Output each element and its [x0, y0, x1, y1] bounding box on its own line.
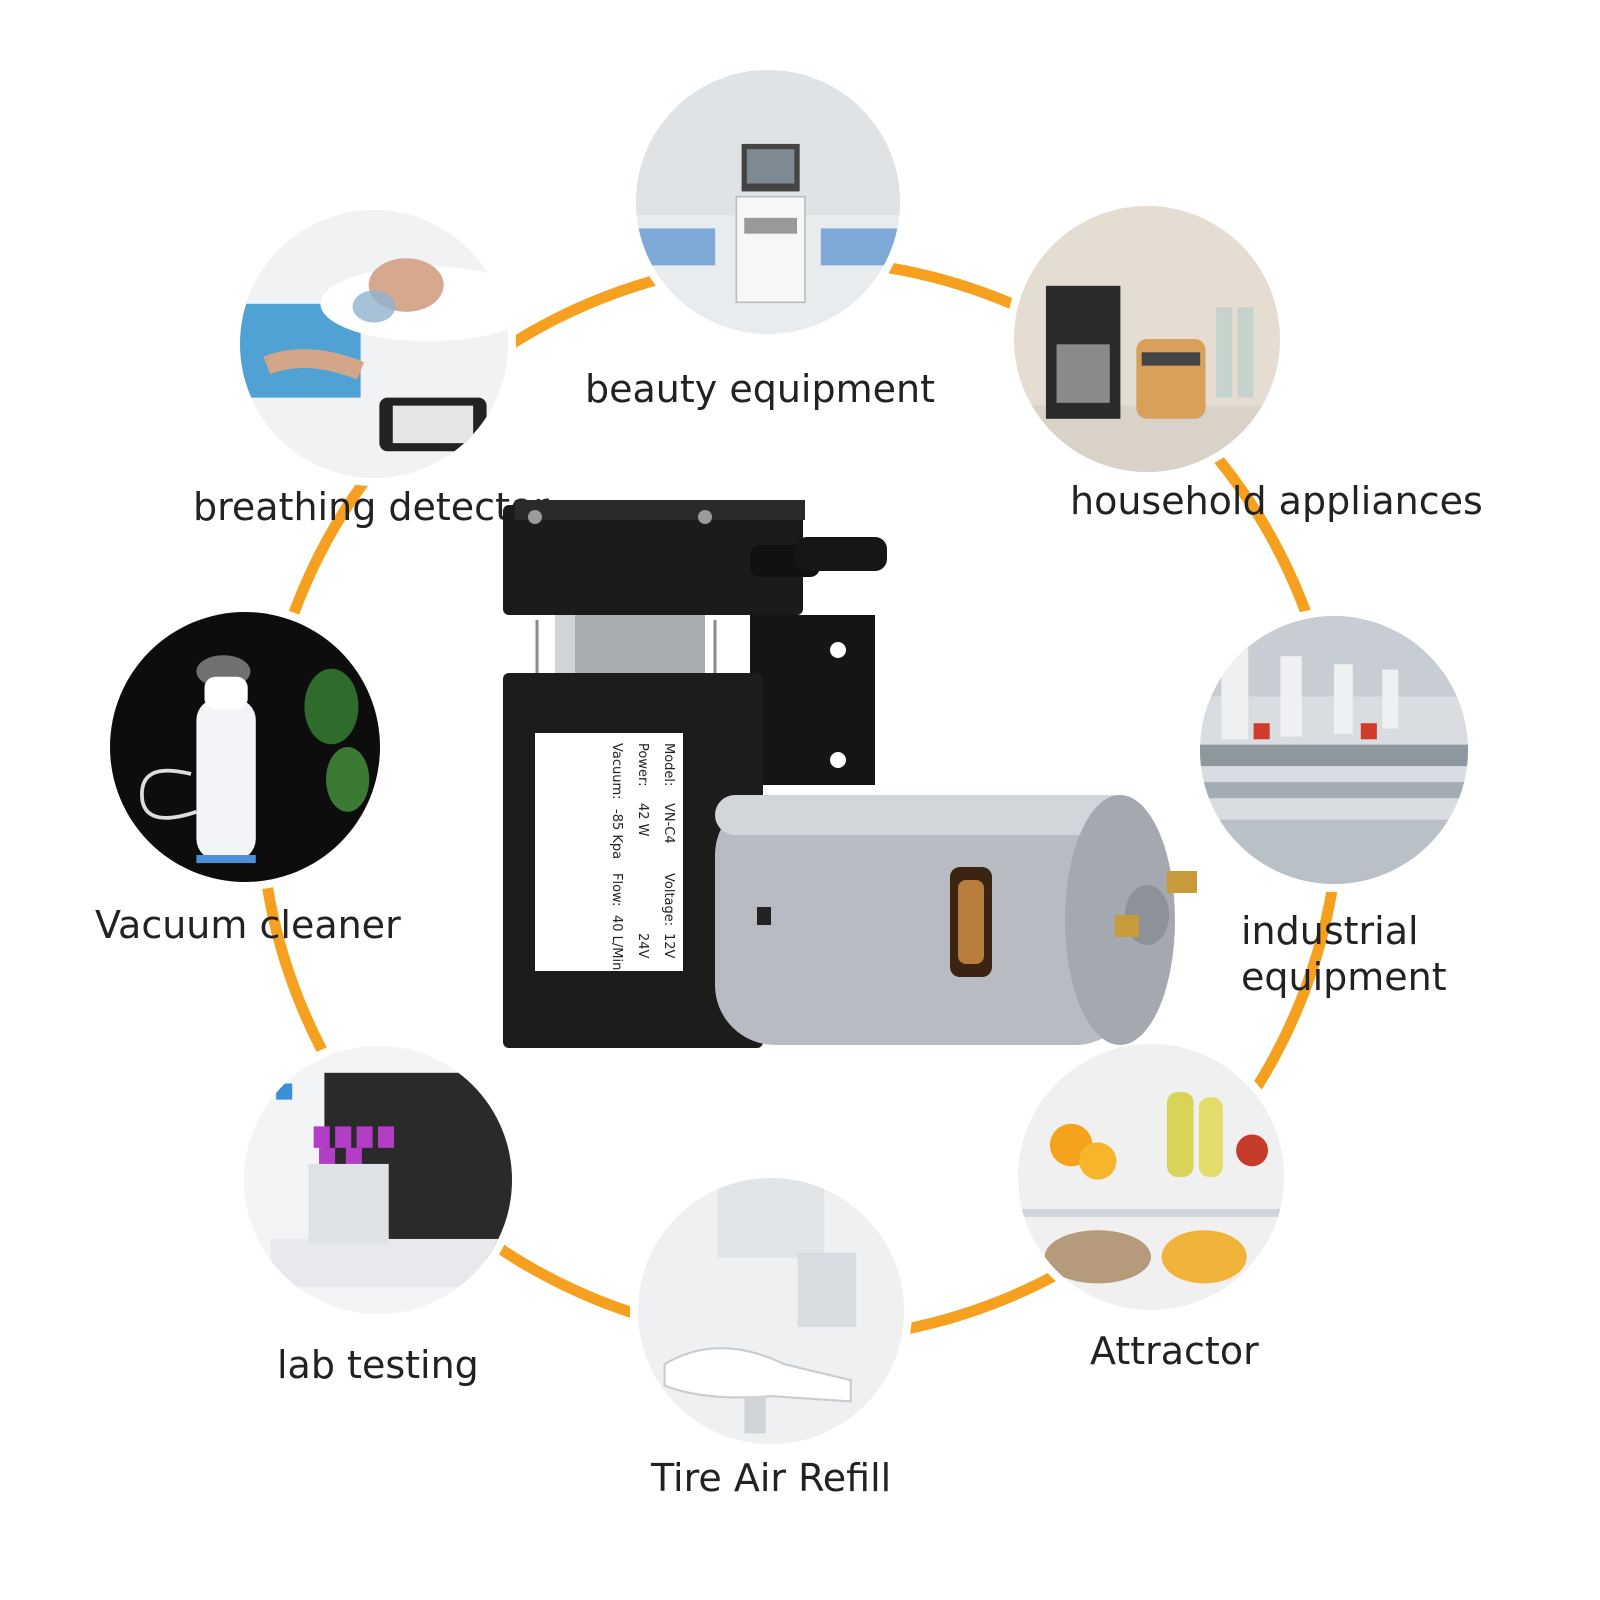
kitchen-appliances-photo — [1014, 206, 1280, 472]
beauty-equipment-photo — [636, 70, 900, 334]
industrial-label-line1: industrial — [1241, 909, 1419, 953]
industrial-label-line2: equipment — [1241, 955, 1447, 1000]
household-appliances-label: household appliances — [1070, 479, 1483, 523]
spec-voltage-key: Voltage: — [661, 873, 676, 926]
beauty-equipment-label: beauty equipment — [585, 367, 935, 411]
dental-chair-photo — [638, 1178, 904, 1444]
spec-model-value: VN-C4 — [661, 803, 676, 844]
breathing-mask-photo — [240, 210, 508, 478]
humidifier-photo — [110, 612, 380, 882]
spec-vacuum-key: Vacuum: — [609, 743, 624, 800]
vacuum-pump-product: Model: VN-C4 Voltage: 12V Power: 42 W 24… — [495, 495, 1235, 1085]
spec-voltage-12: 12V — [661, 933, 676, 959]
lab-testing-label: lab testing — [277, 1343, 479, 1387]
breathing-detector-label: breathing detector — [193, 485, 549, 529]
attractor-label: Attractor — [1090, 1329, 1259, 1373]
vacuum-cleaner-label: Vacuum cleaner — [95, 903, 401, 947]
spec-label: Model: VN-C4 Voltage: 12V Power: 42 W 24… — [535, 733, 683, 971]
spec-voltage-24: 24V — [635, 933, 650, 959]
factory-line-photo — [1200, 616, 1468, 884]
spec-model-key: Model: — [661, 743, 676, 786]
spec-power-key: Power: — [635, 743, 650, 786]
tire-air-refill-label: Tire Air Refill — [651, 1456, 892, 1500]
spec-flow-key: Flow: — [609, 873, 624, 906]
test-tubes-photo — [244, 1046, 512, 1314]
spec-vacuum-value: -85 Kpa — [609, 809, 624, 859]
spec-flow-value: 40 L/Min — [609, 915, 624, 970]
spec-power-value: 42 W — [635, 803, 650, 837]
industrial-equipment-label: industrial equipment — [1241, 908, 1447, 1001]
vacuum-sealed-food-photo — [1018, 1044, 1284, 1310]
